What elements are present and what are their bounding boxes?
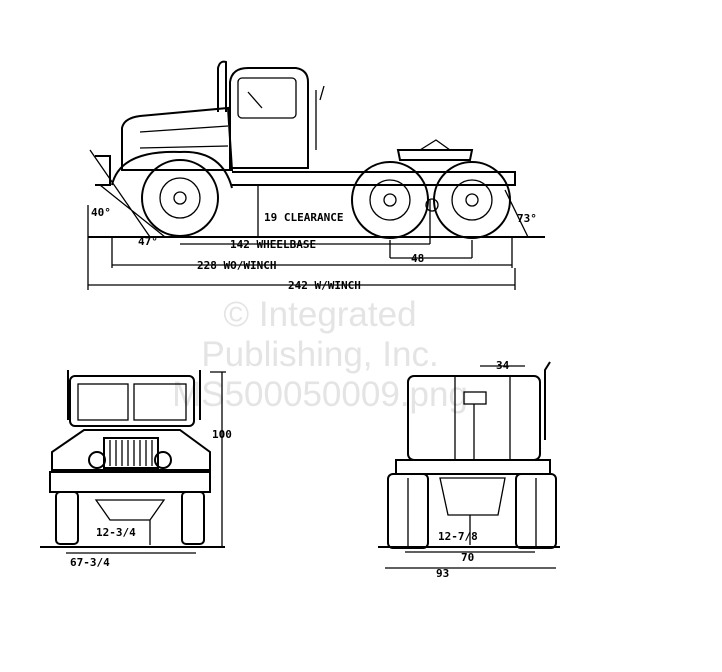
- watermark-line-3: MS500050009.png: [172, 375, 468, 414]
- side-view: 19 CLEARANCE 142 WHEELBASE 48 228 WO/WIN…: [87, 60, 545, 292]
- hood: [121, 106, 234, 171]
- front-clearance-label: 12-3/4: [96, 526, 136, 539]
- front-wheel: [141, 159, 219, 237]
- approach-angle-label: 47°: [138, 235, 158, 248]
- rear-clearance-label: 12-7/8: [438, 530, 478, 543]
- cab-window: [237, 77, 297, 119]
- top-width-label: 34: [496, 359, 510, 372]
- air-intake: [315, 85, 325, 150]
- frame-rail: [232, 171, 516, 186]
- front-mirrors: [67, 370, 201, 420]
- height-dimension: [210, 371, 226, 548]
- rear-track-label: 70: [461, 551, 474, 564]
- front-windshield-right: [133, 383, 187, 421]
- front-windshield-left: [77, 383, 129, 421]
- front-fenders: [51, 429, 211, 471]
- rear-view: 34 12-7/8 70 93: [378, 359, 560, 580]
- length-wo-winch-label: 228 WO/WINCH: [197, 259, 276, 272]
- front-tire-right: [181, 491, 205, 545]
- length-w-winch-dimension: [87, 205, 516, 290]
- rear-wheel-2: [433, 161, 511, 239]
- suspension-hub: [425, 198, 439, 212]
- watermark-line-2: Publishing, Inc.: [201, 335, 438, 374]
- front-axle: [94, 499, 166, 521]
- headlight-right: [154, 451, 172, 469]
- rear-frame: [395, 459, 551, 475]
- rear-window: [463, 391, 487, 405]
- headlight-left: [88, 451, 106, 469]
- front-track-label: 67-3/4: [70, 556, 110, 569]
- wheelbase-label: 142 WHEELBASE: [230, 238, 316, 251]
- front-fender: [111, 150, 233, 189]
- exhaust-stack: [217, 60, 227, 112]
- fifth-wheel-jaw: [419, 139, 451, 151]
- tandem-dimension: [389, 240, 473, 259]
- height-label: 100: [212, 428, 232, 441]
- watermark: © Integrated Publishing, Inc. MS50005000…: [172, 295, 468, 414]
- front-view: 100 12-3/4 67-3/4: [40, 370, 232, 569]
- departure-angle-label: 73°: [517, 212, 537, 225]
- cab: [229, 67, 309, 169]
- grille: [103, 437, 159, 469]
- steering-wheel: [247, 91, 263, 109]
- wheelbase-dimension: [180, 200, 431, 245]
- overall-width-label: 93: [436, 567, 449, 580]
- length-w-winch-label: 242 W/WINCH: [288, 279, 361, 292]
- fifth-wheel: [396, 149, 474, 161]
- grille-bars: [109, 440, 153, 466]
- front-bumper: [49, 471, 211, 493]
- approach-angle-winch-label: 40°: [91, 206, 111, 219]
- watermark-line-1: © Integrated: [223, 295, 416, 334]
- clearance-label: 19 CLEARANCE: [264, 211, 343, 224]
- length-wo-winch-dimension: [111, 237, 513, 268]
- rear-cab-panel-lines: [454, 376, 511, 460]
- hood-panel-lines: [139, 125, 229, 149]
- tandem-spacing-label: 48: [411, 252, 424, 265]
- rear-wheel-1: [351, 161, 429, 239]
- winch: [95, 155, 111, 186]
- dual-tire-split: [407, 478, 537, 546]
- front-cab: [69, 375, 195, 427]
- front-tire-left: [55, 491, 79, 545]
- angle-lines: [89, 149, 529, 238]
- rear-exhaust-stack: [544, 361, 551, 440]
- rear-differential: [439, 477, 506, 516]
